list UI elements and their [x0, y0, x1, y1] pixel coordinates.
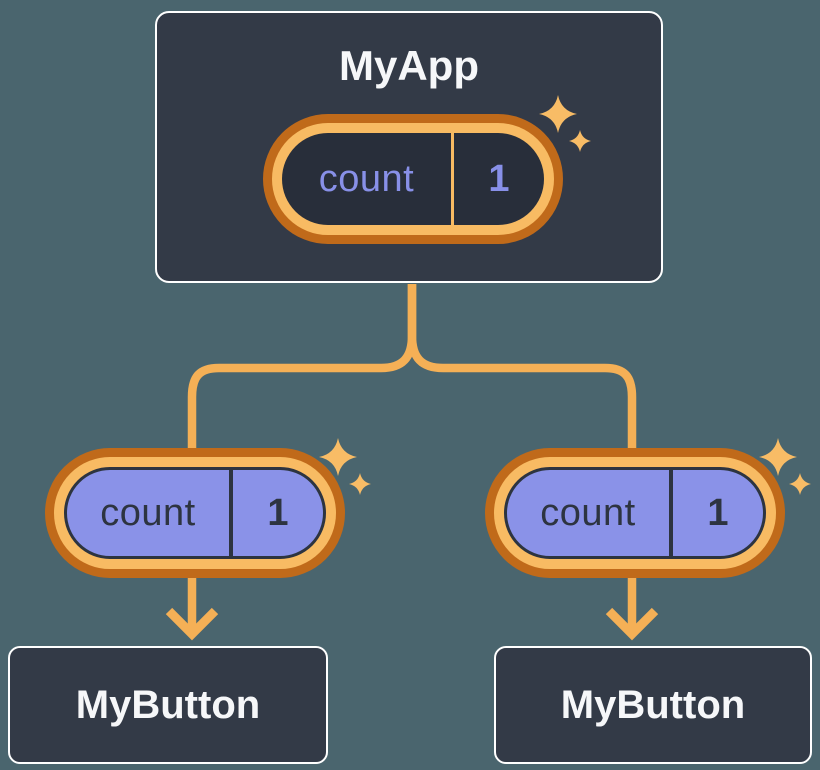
connector-right-branch [407, 284, 637, 632]
prop-pill-right: count 1 [485, 448, 785, 578]
arrow-down-icon [165, 607, 219, 641]
myapp-card: MyApp count 1 [155, 11, 663, 283]
mybutton-card-left: MyButton [8, 646, 328, 764]
myapp-title: MyApp [339, 42, 479, 89]
state-value: 1 [451, 133, 544, 225]
state-name: count [318, 157, 415, 200]
prop-name: count [100, 491, 196, 534]
prop-pill-left: count 1 [45, 448, 345, 578]
mybutton-card-right: MyButton [494, 646, 812, 764]
state-pill-myapp: count 1 [263, 114, 563, 244]
prop-value: 1 [669, 470, 763, 556]
mybutton-title: MyButton [560, 683, 746, 727]
arrow-down-icon [605, 607, 659, 641]
sparkle-icon [539, 95, 591, 152]
prop-name: count [540, 491, 636, 534]
prop-value: 1 [229, 470, 323, 556]
sparkle-icon [319, 438, 371, 495]
sparkle-icon [759, 438, 811, 495]
mybutton-title: MyButton [75, 683, 261, 727]
